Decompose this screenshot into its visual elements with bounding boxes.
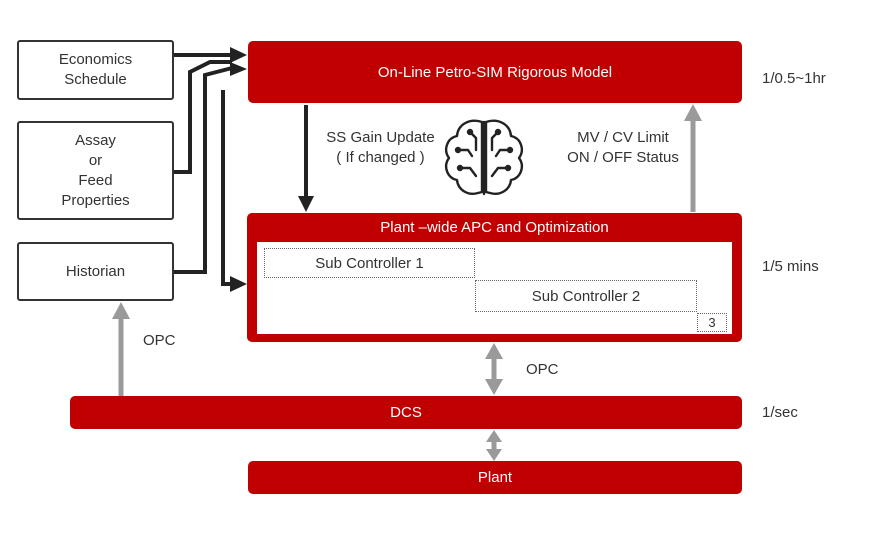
opc-right-double-arrow (485, 343, 503, 395)
dcs-plant-double-arrow (486, 430, 502, 461)
opc-left-label: OPC (143, 332, 176, 349)
sub-controller-3: 3 (697, 313, 727, 332)
opc-right-label: OPC (526, 361, 559, 378)
mv-cv-limit-label: MV / CV Limit ON / OFF Status (567, 129, 679, 166)
assay-feed-properties-box: Assay or Feed Properties (17, 121, 174, 220)
historian-to-apc-arrow (221, 90, 232, 286)
apc-inner-panel: Sub Controller 1 Sub Controller 2 3 (257, 242, 732, 334)
sub-controller-1: Sub Controller 1 (264, 248, 475, 278)
ss-gain-update-label: SS Gain Update ( If changed ) (326, 129, 435, 166)
brain-icon (445, 119, 523, 196)
historian-box: Historian (17, 242, 174, 301)
rigorous-model-box: On-Line Petro-SIM Rigorous Model (248, 41, 742, 103)
economics-schedule-box: Economics Schedule (17, 40, 174, 100)
dcs-rate-label: 1/sec (762, 404, 798, 421)
sub-controller-2: Sub Controller 2 (475, 280, 697, 312)
apc-title: Plant –wide APC and Optimization (380, 219, 609, 236)
assay-to-model-arrow (174, 60, 232, 174)
opc-left-up-arrow (112, 302, 130, 396)
apc-optimization-box: Plant –wide APC and Optimization Sub Con… (247, 213, 742, 342)
plant-box: Plant (248, 461, 742, 494)
dcs-box: DCS (70, 396, 742, 429)
model-rate-label: 1/0.5~1hr (762, 70, 826, 87)
historian-to-model-arrow (174, 66, 233, 274)
apc-rate-label: 1/5 mins (762, 258, 819, 275)
ss-gain-down-arrow (298, 105, 314, 212)
